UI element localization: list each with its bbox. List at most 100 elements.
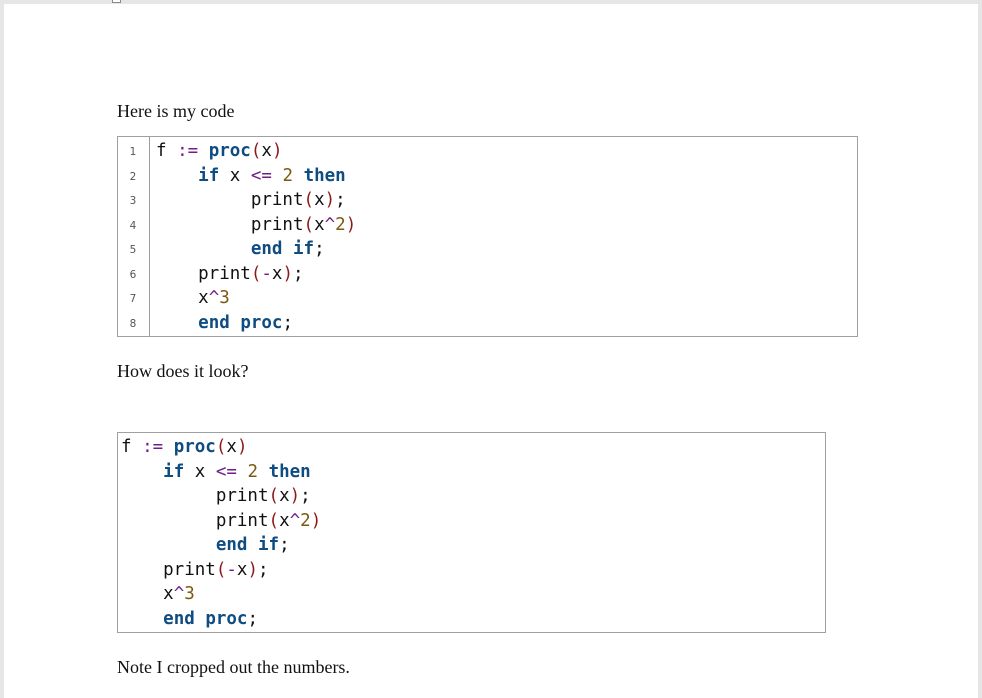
code-token: ;: [279, 535, 290, 555]
code-token: <=: [215, 461, 237, 482]
code-line: f := proc(x): [121, 435, 248, 460]
code-line: print(x);: [121, 484, 311, 509]
code-token: [237, 462, 248, 482]
page-corner-marker: [112, 0, 121, 3]
code-token: 2: [247, 461, 259, 482]
code-token: [272, 166, 283, 186]
code-token: ^: [173, 584, 185, 604]
code-line: print(-x);: [156, 262, 304, 287]
code-token: (: [215, 437, 227, 457]
code-token: ;: [247, 608, 259, 629]
code-token: ): [247, 559, 259, 580]
line-number: 5: [129, 244, 137, 256]
code-token: x: [121, 584, 174, 604]
code-line: end if;: [121, 533, 290, 558]
code-token: 2: [335, 214, 346, 235]
code-token: x: [226, 437, 237, 457]
code-line: end proc;: [121, 607, 258, 632]
code-token: if: [257, 535, 280, 555]
code-token: then: [303, 165, 346, 186]
code-line: print(x^2): [121, 509, 321, 534]
code-token: print: [156, 190, 304, 210]
code-token: x: [314, 214, 325, 235]
code-token: then: [268, 461, 311, 482]
code-token: [198, 141, 209, 161]
code-token: print: [121, 510, 269, 531]
code-token: :=: [142, 437, 164, 457]
code-token: ): [282, 263, 294, 284]
code-token: -: [226, 559, 237, 580]
code-token: [163, 437, 174, 457]
code-token: (: [250, 141, 262, 161]
code-token: -: [261, 263, 272, 284]
code-token: proc: [205, 608, 248, 629]
code-line: print(x^2): [156, 213, 356, 238]
note-paragraph: Note I cropped out the numbers.: [117, 657, 350, 677]
code-line: f := proc(x): [156, 139, 283, 164]
code-line: end if;: [156, 237, 325, 262]
code-token: ): [289, 486, 301, 506]
code-token: [121, 535, 216, 555]
cropped-code-block: f := proc(x) if x <= 2 then print(x); pr…: [117, 432, 826, 633]
code-token: ;: [282, 312, 294, 333]
code-token: x: [261, 141, 272, 161]
code-token: ;: [335, 190, 346, 210]
code-token: f: [156, 141, 178, 161]
code-token: proc: [208, 141, 251, 161]
code-line: end proc;: [156, 311, 293, 336]
question-paragraph: How does it look?: [117, 361, 249, 381]
code-token: ): [271, 141, 283, 161]
code-token: [121, 609, 163, 629]
code-token: 3: [184, 584, 195, 604]
code-token: ^: [324, 214, 336, 235]
code-token: if: [292, 239, 315, 259]
code-token: f: [121, 437, 143, 457]
line-number: 3: [129, 195, 137, 207]
code-token: ;: [293, 263, 304, 284]
code-token: x: [236, 559, 248, 580]
code-token: [230, 313, 241, 333]
code-token: if: [198, 165, 220, 186]
code-token: ): [236, 437, 248, 457]
code-token: end: [250, 239, 283, 259]
line-number: 8: [129, 317, 137, 330]
code-token: print: [121, 486, 269, 506]
line-number: 6: [129, 268, 137, 281]
code-token: 3: [219, 288, 230, 308]
code-token: ^: [208, 288, 220, 308]
intro-paragraph: Here is my code: [117, 101, 235, 121]
code-line: print(-x);: [121, 558, 268, 583]
line-number: 4: [129, 219, 137, 232]
code-token: [195, 609, 206, 629]
code-token: [282, 239, 293, 259]
code-token: (: [268, 510, 280, 531]
code-token: x: [279, 486, 290, 506]
code-token: <=: [250, 165, 272, 186]
code-token: end: [198, 312, 230, 333]
code-token: print: [121, 559, 216, 580]
code-token: ;: [314, 239, 325, 259]
code-token: (: [250, 263, 262, 284]
code-token: ): [345, 214, 357, 235]
code-token: 2: [300, 510, 311, 531]
code-token: proc: [173, 437, 216, 457]
code-line: x^3: [156, 286, 230, 311]
code-line: if x <= 2 then: [121, 460, 311, 485]
code-token: ): [324, 190, 336, 210]
code-token: (: [268, 486, 280, 506]
code-line: if x <= 2 then: [156, 164, 346, 189]
code-token: [156, 166, 198, 186]
code-token: ;: [300, 486, 311, 506]
code-token: [121, 462, 163, 482]
line-number-gutter-divider: [149, 137, 150, 336]
line-number: 7: [129, 293, 137, 305]
code-line: print(x);: [156, 188, 346, 213]
code-token: (: [215, 559, 227, 580]
code-token: end: [215, 535, 248, 555]
code-token: print: [156, 214, 304, 235]
code-token: [156, 239, 251, 259]
code-token: 2: [282, 165, 294, 186]
code-token: if: [163, 461, 185, 482]
